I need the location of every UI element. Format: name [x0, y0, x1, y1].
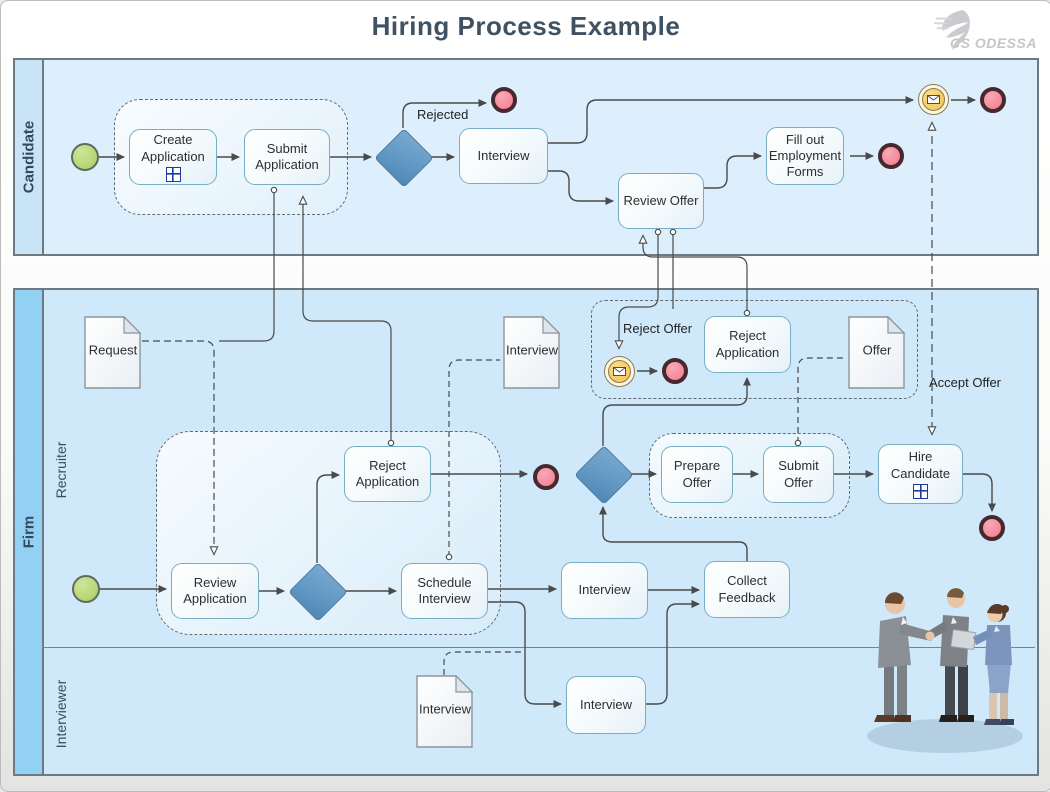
page-title: Hiring Process Example — [371, 11, 681, 41]
cs-odessa-logo: CS ODESSA — [924, 5, 1039, 55]
task-reject-application-recruiter[interactable]: Reject Application — [344, 446, 431, 502]
task-collect-feedback[interactable]: Collect Feedback — [704, 561, 790, 618]
task-create-application[interactable]: Create Application — [129, 129, 217, 185]
end-event-candidate-final[interactable] — [980, 87, 1006, 113]
end-event-application-rejected[interactable] — [533, 464, 559, 490]
start-event-firm[interactable] — [72, 575, 100, 603]
end-event-reject-offer[interactable] — [662, 358, 688, 384]
message-event-reject-offer[interactable] — [604, 356, 635, 387]
envelope-icon — [608, 360, 631, 383]
group-reject-offer[interactable] — [591, 300, 918, 399]
message-event-offer-response[interactable] — [918, 84, 949, 115]
lane-recruiter-label: Recruiter — [53, 441, 69, 499]
task-label: Reject Application — [355, 457, 420, 489]
task-label: Interview — [579, 696, 633, 712]
subprocess-marker-icon — [165, 166, 181, 182]
task-label: Create Application — [141, 132, 205, 164]
document-interview-interviewer[interactable]: Interview — [416, 674, 474, 748]
task-label: Submit Application — [255, 140, 319, 172]
task-label: Hire Candidate — [890, 449, 951, 481]
task-fill-out-employment-forms[interactable]: Fill out Employment Forms — [766, 127, 844, 185]
task-reject-application-offer[interactable]: Reject Application — [704, 316, 791, 373]
pool-firm-label: Firm — [20, 515, 38, 549]
document-label: Request — [88, 342, 138, 358]
document-label: Interview — [505, 342, 559, 358]
document-offer[interactable]: Offer — [848, 315, 906, 389]
task-label: Submit Offer — [778, 458, 819, 490]
task-hire-candidate[interactable]: Hire Candidate — [878, 444, 963, 504]
subprocess-marker-icon — [913, 483, 928, 499]
business-people-image — [867, 588, 1023, 753]
logo-text: CS ODESSA — [950, 35, 1037, 51]
task-label: Review Application — [183, 574, 247, 606]
task-label: Reject Application — [715, 328, 780, 360]
end-event-hired[interactable] — [979, 515, 1005, 541]
task-label: Prepare Offer — [673, 458, 721, 490]
task-interview-candidate[interactable]: Interview — [459, 128, 548, 184]
start-event-candidate[interactable] — [71, 143, 99, 171]
task-label: Interview — [477, 147, 530, 163]
document-interview-recruiter[interactable]: Interview — [503, 315, 561, 389]
task-interview-recruiter[interactable]: Interview — [561, 562, 648, 619]
document-label: Offer — [862, 342, 892, 358]
pool-candidate-header[interactable] — [15, 60, 44, 254]
task-schedule-interview[interactable]: Schedule Interview — [401, 563, 488, 619]
task-review-offer[interactable]: Review Offer — [618, 173, 704, 229]
pool-candidate-label: Candidate — [20, 120, 38, 194]
pool-firm-header[interactable] — [15, 290, 44, 774]
flow-label-rejected: Rejected — [417, 107, 469, 122]
task-label: Fill out Employment Forms — [768, 131, 842, 180]
task-label: Schedule Interview — [417, 574, 472, 606]
flow-label-reject-offer: Reject Offer — [623, 321, 693, 336]
task-interview-interviewer[interactable]: Interview — [566, 676, 646, 734]
flow-label-accept-offer: Accept Offer — [929, 375, 1002, 390]
end-event-forms-done[interactable] — [878, 143, 904, 169]
task-submit-offer[interactable]: Submit Offer — [763, 446, 834, 503]
tornado-logo-icon — [934, 9, 970, 51]
task-prepare-offer[interactable]: Prepare Offer — [661, 446, 733, 503]
envelope-icon — [922, 88, 945, 111]
task-label: Collect Feedback — [718, 573, 776, 605]
task-review-application[interactable]: Review Application — [171, 563, 259, 619]
document-request[interactable]: Request — [84, 315, 142, 389]
task-submit-application[interactable]: Submit Application — [244, 129, 330, 185]
end-event-rejected[interactable] — [491, 87, 517, 113]
lane-interviewer-label: Interviewer — [53, 679, 69, 749]
task-label: Review Offer — [623, 192, 699, 208]
task-label: Interview — [578, 582, 631, 598]
document-label: Interview — [418, 701, 472, 717]
